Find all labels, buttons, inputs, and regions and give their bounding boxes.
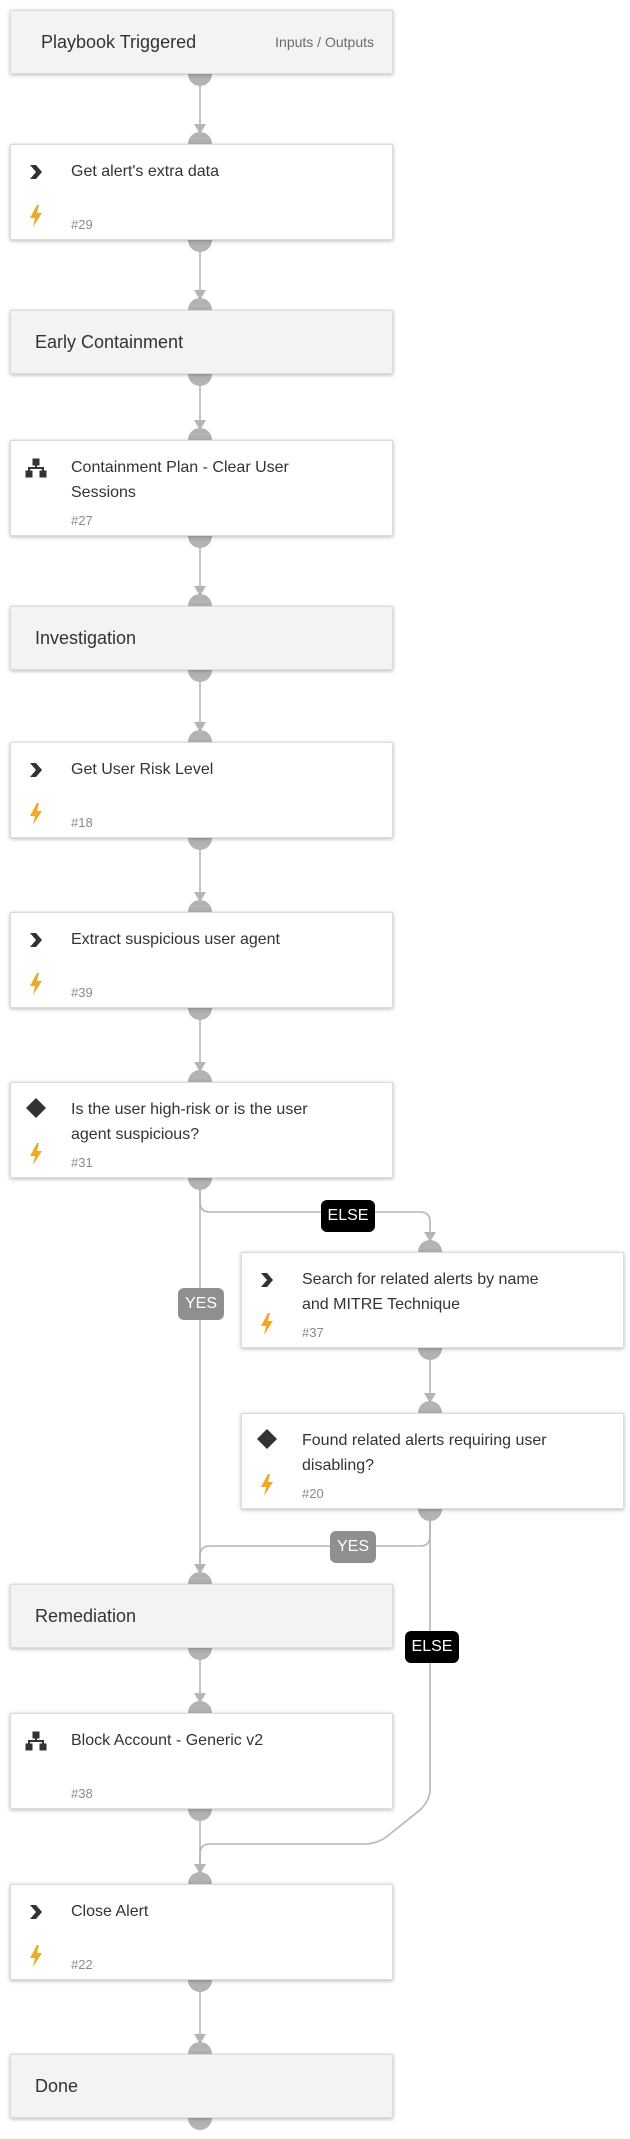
task-search-related-alerts[interactable]: Search for related alerts by name and MI… (241, 1252, 624, 1348)
lightning-icon (25, 1143, 47, 1165)
subplaybook-icon (25, 1730, 47, 1752)
section-title: Early Containment (35, 331, 184, 352)
section-title: Investigation (35, 627, 137, 648)
task-title: Search for related alerts by name and MI… (302, 1271, 539, 1313)
arrow-head-icon (194, 1564, 206, 1574)
lightning-icon (25, 205, 47, 227)
task-number: #29 (71, 217, 93, 232)
condition-is-high-risk[interactable]: Is the user high-risk or is the user age… (10, 1082, 393, 1178)
task-number: #37 (302, 1325, 324, 1340)
chevron-icon (25, 759, 47, 781)
arrow-head-icon (424, 1232, 436, 1242)
edge-else (199, 1178, 431, 1242)
section-done[interactable]: Done (10, 2054, 393, 2118)
lightning-icon (256, 1313, 278, 1335)
section-title: Remediation (35, 1605, 137, 1626)
task-number: #22 (71, 1957, 93, 1972)
arrow-head-icon (194, 1864, 206, 1874)
subplaybook-icon (25, 457, 47, 479)
edge-else (199, 1509, 431, 1874)
arrow-head-icon (424, 1393, 436, 1403)
edge-yes (199, 1509, 431, 1574)
task-title: Extract suspicious user agent (71, 931, 280, 948)
task-get-user-risk-level[interactable]: Get User Risk Level #18 (10, 742, 393, 838)
chevron-icon (25, 929, 47, 951)
task-number: #39 (71, 985, 93, 1000)
yes-label[interactable]: YES (330, 1531, 376, 1563)
task-number: #38 (71, 1786, 93, 1801)
task-title: Found related alerts requiring user disa… (302, 1432, 547, 1474)
task-close-alert[interactable]: Close Alert #22 (10, 1884, 393, 1980)
task-get-alert-extra-data[interactable]: Get alert's extra data #29 (10, 144, 393, 240)
arrow-head-icon (194, 420, 206, 430)
condition-found-related-alerts[interactable]: Found related alerts requiring user disa… (241, 1413, 624, 1509)
arrow-head-icon (194, 892, 206, 902)
lightning-icon (25, 1945, 47, 1967)
task-number: #27 (71, 513, 93, 528)
arrow-head-icon (194, 1693, 206, 1703)
playbook-triggered-node[interactable]: Playbook Triggered Inputs / Outputs (10, 10, 393, 74)
inputs-outputs-link[interactable]: Inputs / Outputs (275, 34, 374, 50)
yes-label[interactable]: YES (178, 1288, 224, 1320)
task-title: Block Account - Generic v2 (71, 1732, 264, 1749)
task-number: #20 (302, 1486, 324, 1501)
diamond-icon (25, 1097, 47, 1119)
task-title: Containment Plan - Clear User Sessions (71, 459, 289, 501)
task-title: Is the user high-risk or is the user age… (71, 1101, 308, 1143)
task-number: #31 (71, 1155, 93, 1170)
task-title: Close Alert (71, 1903, 149, 1920)
lightning-icon (256, 1474, 278, 1496)
section-early-containment[interactable]: Early Containment (10, 310, 393, 374)
task-extract-user-agent[interactable]: Extract suspicious user agent #39 (10, 912, 393, 1008)
else-label[interactable]: ELSE (321, 1200, 375, 1232)
diamond-icon (256, 1428, 278, 1450)
arrow-head-icon (194, 586, 206, 596)
arrow-head-icon (194, 1062, 206, 1072)
section-title: Done (35, 2075, 79, 2096)
task-number: #18 (71, 815, 93, 830)
task-title: Get User Risk Level (71, 761, 214, 778)
arrow-head-icon (194, 124, 206, 134)
arrow-head-icon (194, 722, 206, 732)
chevron-icon (25, 161, 47, 183)
arrow-head-icon (194, 2034, 206, 2044)
chevron-icon (256, 1269, 278, 1291)
task-block-account[interactable]: Block Account - Generic v2 #38 (10, 1713, 393, 1809)
section-investigation[interactable]: Investigation (10, 606, 393, 670)
chevron-icon (25, 1901, 47, 1923)
playbook-triggered-title: Playbook Triggered (41, 31, 197, 52)
task-title: Get alert's extra data (71, 163, 220, 180)
arrow-head-icon (194, 290, 206, 300)
lightning-icon (25, 803, 47, 825)
else-label[interactable]: ELSE (405, 1631, 459, 1663)
task-containment-plan[interactable]: Containment Plan - Clear User Sessions #… (10, 440, 393, 536)
lightning-icon (25, 973, 47, 995)
section-remediation[interactable]: Remediation (10, 1584, 393, 1648)
